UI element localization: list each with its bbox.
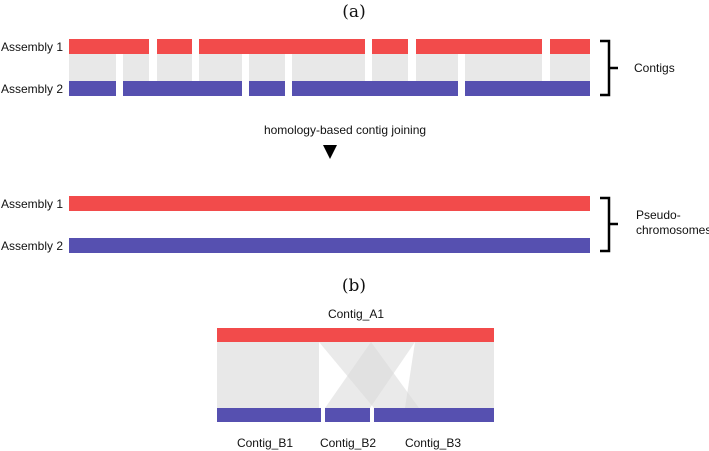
assembly2-contig-4 <box>292 81 458 96</box>
assembly1-pseudochromosome <box>69 196 590 211</box>
assembly1-contig-1 <box>69 39 149 54</box>
link-9 <box>465 54 542 81</box>
synteny-links <box>217 342 494 408</box>
pseudochromosomes-label-line1: Pseudo- <box>636 208 681 222</box>
contig-b2-bar <box>325 408 370 422</box>
assembly2-contig-5 <box>465 81 590 96</box>
contig-b1-bar <box>217 408 321 422</box>
panel-a-label: (a) <box>342 2 365 22</box>
bottom-assembly2-label: Assembly 2 <box>1 239 63 253</box>
joining-arrow-label: homology-based contig joining <box>264 123 426 137</box>
contig-b3-label: Contig_B3 <box>405 436 461 450</box>
assembly1-contig-5 <box>416 39 542 54</box>
contig-b2-label: Contig_B2 <box>320 436 376 450</box>
link-1 <box>69 54 116 81</box>
bottom-assembly1-label: Assembly 1 <box>1 197 63 211</box>
link-5 <box>249 54 285 81</box>
top-assembly2-label: Assembly 2 <box>1 82 63 96</box>
link-4 <box>199 54 242 81</box>
link-10 <box>550 54 590 81</box>
assembly1-contigs <box>69 39 590 54</box>
pseudochromosomes-label-line2: chromosomes <box>636 223 709 237</box>
contigs-label: Contigs <box>634 61 675 75</box>
link-3 <box>157 54 192 81</box>
contig-b3-bar <box>374 408 494 422</box>
contig-a1-label: Contig_A1 <box>328 307 384 321</box>
assembly2-contig-2 <box>123 81 242 96</box>
contig-a1-bar <box>217 328 494 342</box>
contigs-bracket <box>600 39 611 97</box>
assembly2-contigs <box>69 81 590 96</box>
assembly1-contig-2 <box>157 39 192 54</box>
assembly2-pseudochromosome <box>69 238 590 253</box>
assembly2-contig-1 <box>69 81 116 96</box>
assembly1-contig-4 <box>372 39 408 54</box>
contig-b1-label: Contig_B1 <box>237 436 293 450</box>
link-8 <box>416 54 458 81</box>
assembly1-contig-3 <box>199 39 365 54</box>
contig-links <box>69 54 590 81</box>
pseudochromosomes-bracket <box>600 196 611 253</box>
link-a1-b1 <box>217 342 319 408</box>
link-6 <box>292 54 365 81</box>
link-2 <box>123 54 149 81</box>
top-assembly1-label: Assembly 1 <box>1 40 63 54</box>
link-a1-b3 <box>405 342 494 408</box>
link-7 <box>372 54 408 81</box>
panel-b-label: (b) <box>342 276 366 296</box>
assembly2-contig-3 <box>249 81 285 96</box>
down-arrow-icon <box>323 145 337 159</box>
link-a1-b2-cross <box>325 342 415 408</box>
assembly1-contig-6 <box>550 39 590 54</box>
